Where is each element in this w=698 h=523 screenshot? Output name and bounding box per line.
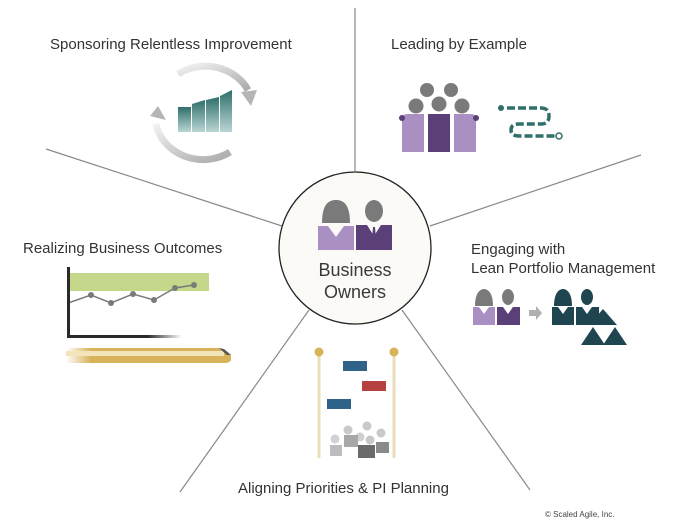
center-circle	[278, 171, 432, 325]
divider-upper-right	[429, 154, 642, 227]
divider-lower-left	[179, 309, 310, 493]
improvement-cycle-icon	[150, 62, 257, 164]
segment-label-lpm-line2: Lean Portfolio Management	[471, 260, 656, 277]
team-leader-icon	[399, 83, 479, 152]
outcome-chart-icon	[66, 267, 231, 363]
segment-label-lpm-line1: Engaging with	[471, 241, 566, 258]
center-hub: Business Owners	[278, 171, 432, 325]
divider-lower-right	[401, 309, 531, 491]
segment-label-business-outcomes: Realizing Business Outcomes	[23, 240, 223, 257]
segment-label-leading-by-example: Leading by Example	[391, 36, 527, 53]
divider-upper-left	[45, 148, 283, 227]
business-owners-icon	[318, 200, 392, 250]
pi-planning-board-icon	[314, 347, 399, 458]
roadmap-path-icon	[498, 105, 563, 140]
segment-label-relentless-improvement: Sponsoring Relentless Improvement	[50, 36, 292, 53]
copyright-notice: © Scaled Agile, Inc.	[545, 510, 615, 519]
center-title-line1: Business	[318, 260, 392, 280]
owners-to-lpm-icon	[473, 289, 627, 345]
segment-label-pi-planning: Aligning Priorities & PI Planning	[238, 480, 449, 497]
center-title-line2: Owners	[323, 282, 386, 302]
